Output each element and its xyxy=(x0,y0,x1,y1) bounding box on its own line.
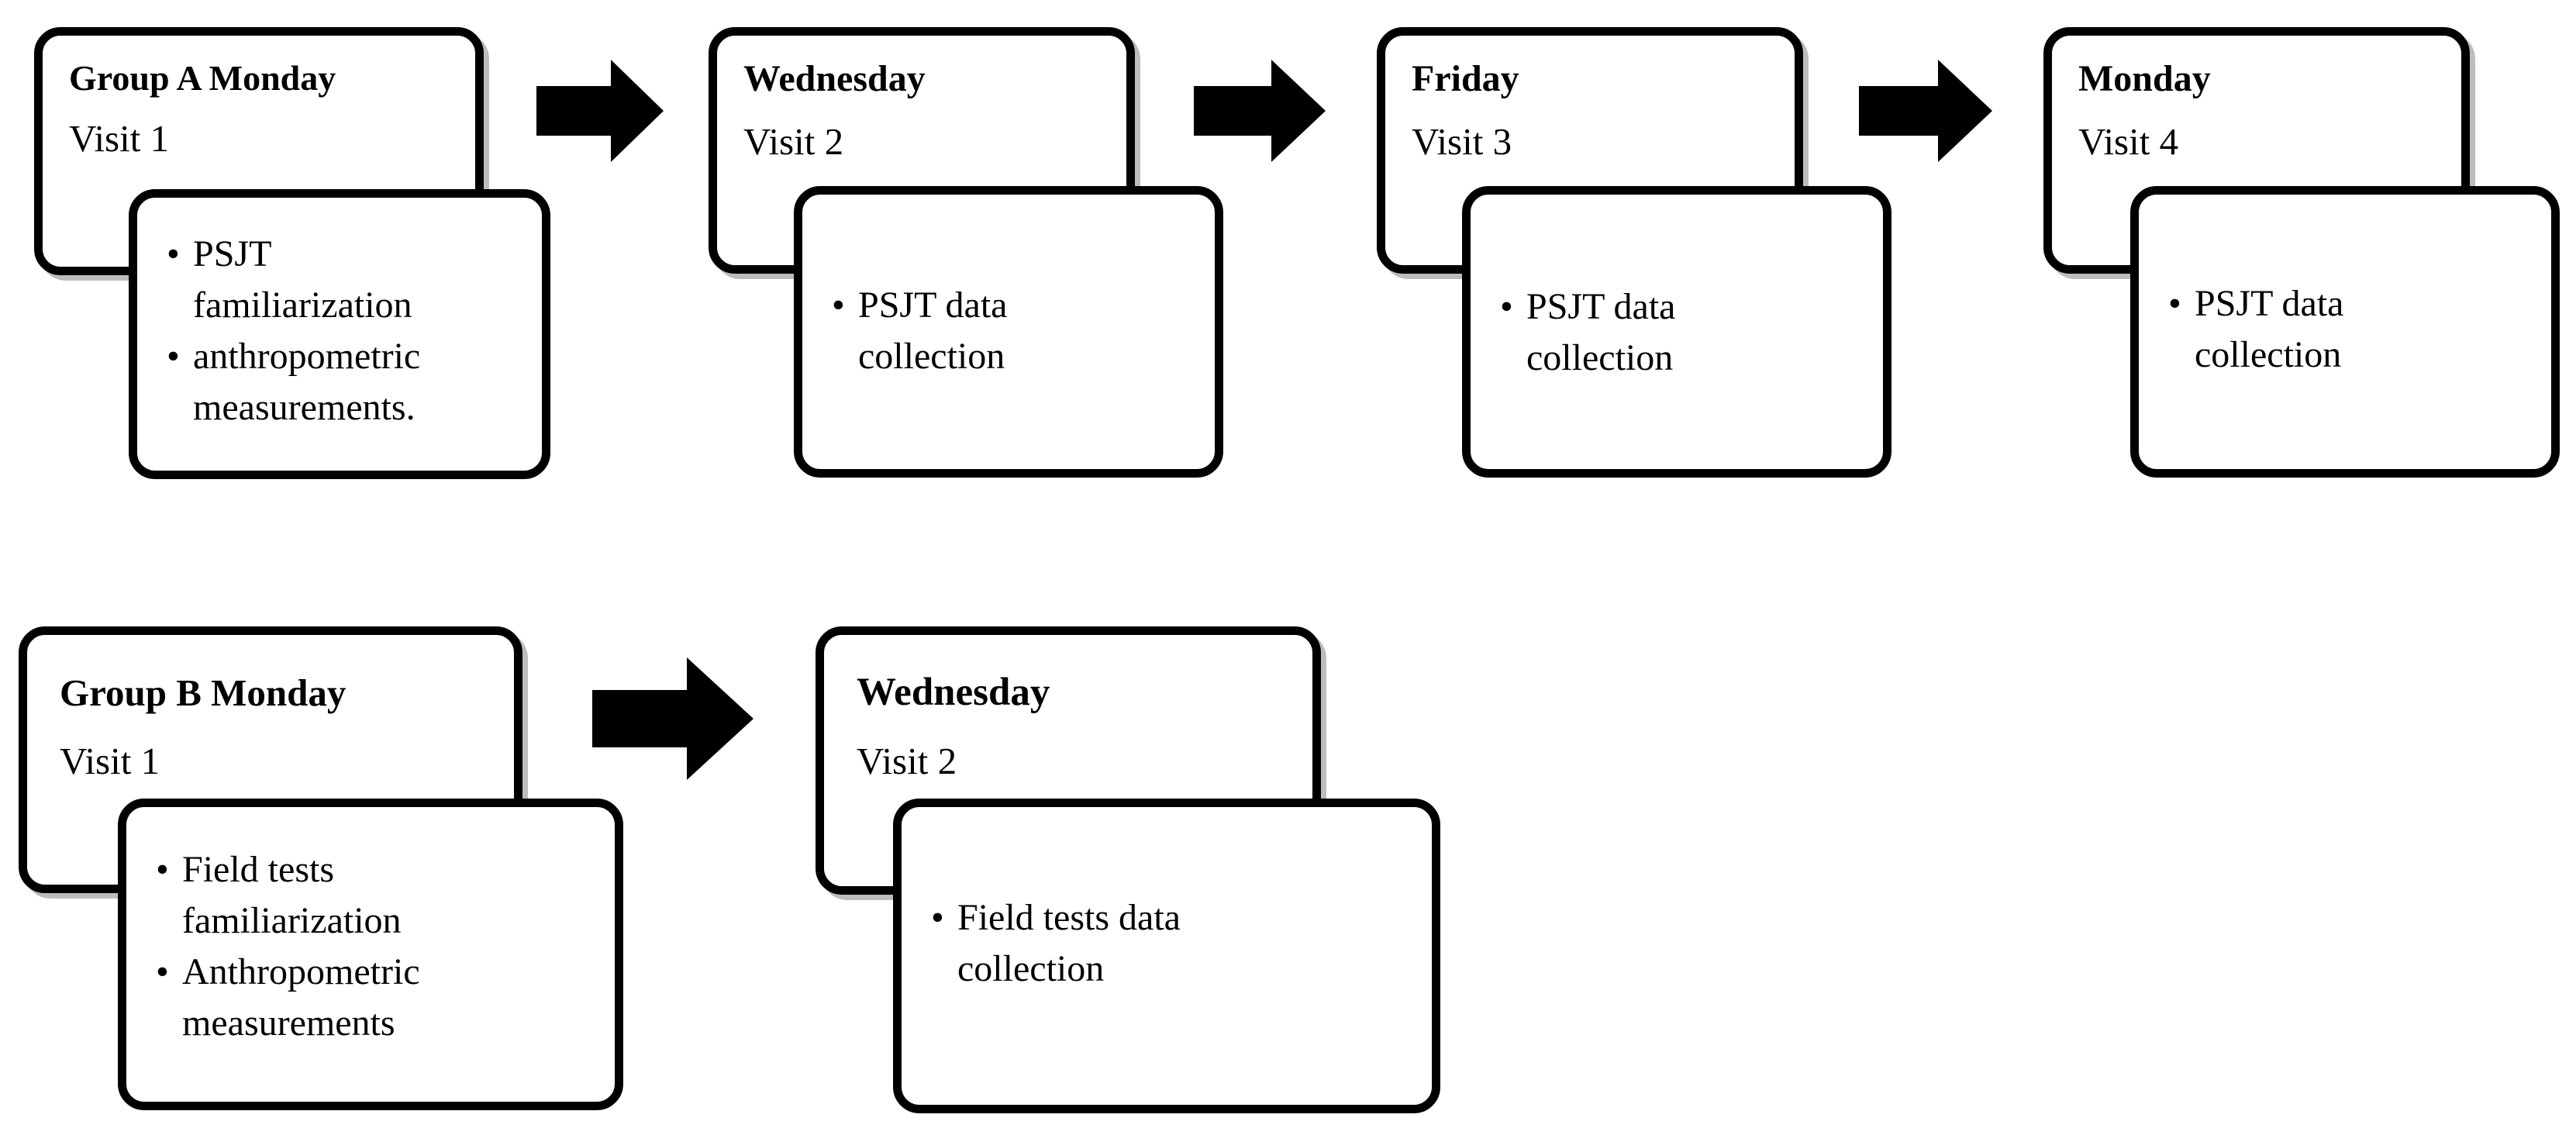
item-text: Field tests data collection xyxy=(957,897,1181,989)
list-item: Field tests familiarization xyxy=(156,844,420,947)
step-visit: Visit 2 xyxy=(857,740,957,782)
step-title: Group A Monday xyxy=(69,58,336,98)
step-title: Wednesday xyxy=(857,671,1050,714)
details-list: PSJT familiarization anthropometric meas… xyxy=(167,229,420,433)
step-visit: Visit 1 xyxy=(60,740,160,782)
list-item: PSJT data collection xyxy=(1500,281,1675,384)
list-item: PSJT data collection xyxy=(832,280,1007,382)
step-visit: Visit 2 xyxy=(743,120,844,163)
right-arrow-icon xyxy=(1859,60,1992,162)
group-a-visit-2-details: PSJT data collection xyxy=(794,186,1223,478)
details-list: PSJT data collection xyxy=(832,280,1007,382)
details-list: Field tests familiarization Anthropometr… xyxy=(156,844,420,1049)
item-text: PSJT data collection xyxy=(2195,283,2344,375)
step-title: Group B Monday xyxy=(60,671,347,714)
details-list: PSJT data collection xyxy=(2168,278,2343,381)
step-visit: Visit 1 xyxy=(69,117,170,160)
item-text: Field tests familiarization xyxy=(182,849,402,941)
right-arrow-icon xyxy=(536,60,664,162)
group-a-visit-1-details: PSJT familiarization anthropometric meas… xyxy=(129,189,550,479)
item-text: PSJT familiarization xyxy=(193,233,412,326)
step-title: Wednesday xyxy=(743,58,926,99)
list-item: Anthropometric measurements xyxy=(156,947,420,1049)
details-list: Field tests data collection xyxy=(931,892,1181,995)
item-text: PSJT data collection xyxy=(1526,286,1676,378)
list-item: PSJT data collection xyxy=(2168,278,2343,381)
right-arrow-icon xyxy=(1194,60,1326,162)
list-item: Field tests data collection xyxy=(931,892,1181,995)
group-b-visit-1-details: Field tests familiarization Anthropometr… xyxy=(118,799,623,1110)
group-b-visit-2-details: Field tests data collection xyxy=(893,799,1440,1113)
details-list: PSJT data collection xyxy=(1500,281,1675,384)
step-title: Friday xyxy=(1412,58,1519,99)
item-text: Anthropometric measurements xyxy=(182,951,420,1044)
group-a-visit-4-details: PSJT data collection xyxy=(2130,186,2560,478)
item-text: anthropometric measurements. xyxy=(193,336,421,428)
list-item: anthropometric measurements. xyxy=(167,331,420,433)
step-visit: Visit 3 xyxy=(1412,120,1512,163)
item-text: PSJT data collection xyxy=(858,285,1008,377)
group-a-visit-3-details: PSJT data collection xyxy=(1462,186,1891,478)
step-title: Monday xyxy=(2078,58,2211,99)
right-arrow-icon xyxy=(592,657,753,780)
list-item: PSJT familiarization xyxy=(167,229,420,331)
step-visit: Visit 4 xyxy=(2078,120,2179,163)
